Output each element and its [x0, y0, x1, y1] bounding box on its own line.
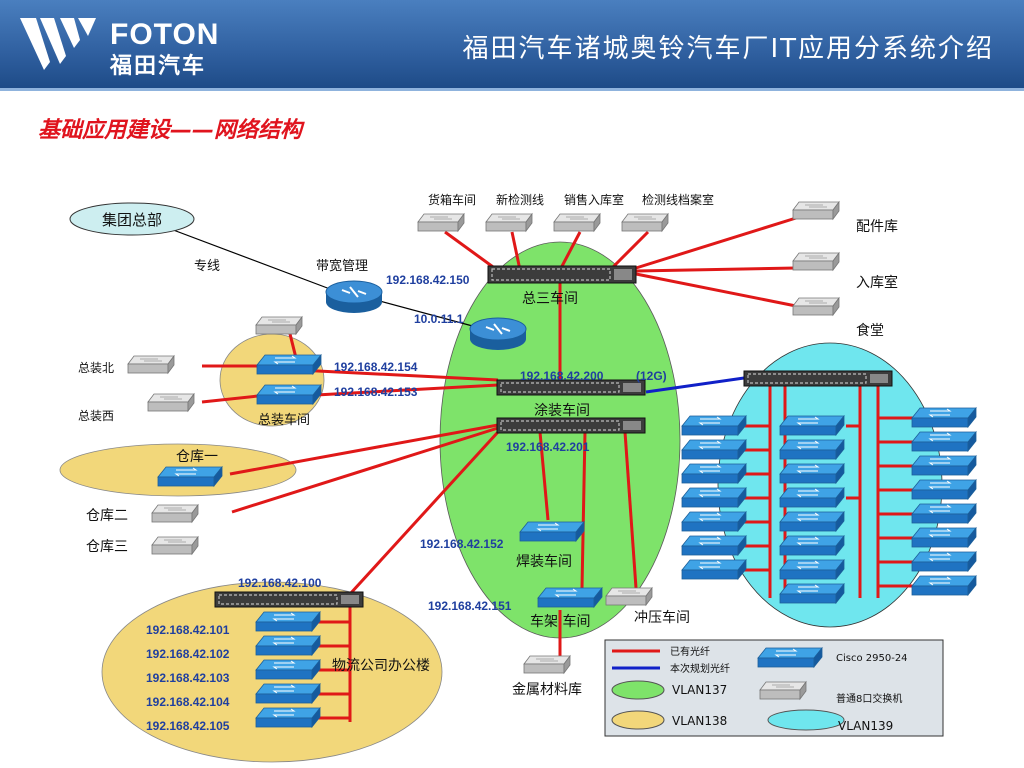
tuzhuang-label: 涂装车间	[534, 402, 590, 419]
zongzhuang-label: 总装车间	[258, 412, 310, 428]
ip-wl3: 192.168.42.103	[146, 671, 230, 685]
ip-zz1: 192.168.42.154	[334, 360, 418, 374]
ip-cj: 192.168.42.151	[428, 599, 512, 613]
cangku2-label: 仓库二	[86, 508, 128, 524]
legend-cisco-icon	[757, 647, 823, 668]
zongzhuang-bei-label: 总装北	[78, 361, 114, 375]
brand-chinese: 福田汽车	[110, 54, 207, 79]
rack-switch-tuzhuang	[496, 417, 646, 434]
brand-english: FOTON	[110, 18, 220, 51]
header-divider	[0, 88, 1024, 91]
legend-existing-fiber: 已有光纤	[670, 645, 710, 658]
page-title: 福田汽车诸城奥铃汽车厂IT应用分系统介绍	[462, 34, 994, 64]
group-hq-label: 集团总部	[102, 211, 162, 229]
ip-zz2: 192.168.42.153	[334, 385, 418, 399]
bandwidth-label: 带宽管理	[316, 258, 368, 274]
zongsan-label: 总三车间	[522, 290, 578, 307]
gbps-label: (12G)	[636, 369, 667, 383]
group-hq-node	[69, 202, 195, 236]
chongya-label: 冲压车间	[634, 609, 690, 626]
foton-logo-icon	[20, 18, 96, 70]
ip-router: 10.0.11.1	[414, 312, 464, 326]
legend-vlan139: VLAN139	[838, 719, 893, 733]
hanzhuang-label: 焊装车间	[516, 553, 572, 570]
leased-line-label: 专线	[194, 259, 220, 274]
ip-wl1: 192.168.42.101	[146, 623, 230, 637]
rack-switch-zongsan	[487, 265, 637, 284]
jinshu-label: 金属材料库	[512, 682, 582, 698]
rukushi-label: 入库室	[856, 274, 898, 291]
ip-wl4: 192.168.42.104	[146, 695, 230, 709]
legend-cisco: Cisco 2950-24	[836, 653, 908, 664]
rack-switch-vlan139	[743, 370, 893, 387]
ip-hz: 192.168.42.152	[420, 537, 504, 551]
legend-switch8: 普通8口交换机	[836, 692, 902, 705]
cangku1-label: 仓库一	[176, 449, 218, 465]
ip-zongsan: 192.168.42.150	[386, 273, 470, 287]
ip-wl-core: 192.168.42.100	[238, 576, 322, 590]
ip-core: 192.168.42.200	[520, 369, 604, 383]
ws-xiaoshou-label: 销售入库室	[564, 192, 624, 207]
zongzhuang-xi-label: 总装西	[78, 409, 114, 423]
peijianku-label: 配件库	[856, 219, 898, 235]
shitang-label: 食堂	[856, 322, 884, 339]
header-banner	[0, 0, 1024, 90]
section-title: 基础应用建设——网络结构	[38, 118, 303, 143]
legend-vlan138: VLAN138	[672, 714, 727, 728]
existing-fiber-lines	[201, 216, 914, 722]
ip-wl5: 192.168.42.105	[146, 719, 230, 733]
ip-wl2: 192.168.42.102	[146, 647, 230, 661]
planned-fiber-line	[645, 376, 745, 394]
core-router-icon	[469, 317, 527, 351]
bandwidth-router-icon	[325, 280, 383, 314]
legend: 已有光纤 本次规划光纤 Cisco 2950-24 VLAN137 普通8口交换…	[604, 639, 944, 737]
legend-vlan137: VLAN137	[672, 683, 727, 697]
rack-switch-core	[496, 379, 646, 396]
ip-tz: 192.168.42.201	[506, 440, 590, 454]
wuliu-label: 物流公司办公楼	[332, 658, 430, 674]
rack-switch-wuliu	[214, 591, 364, 608]
ws-huoxiang-label: 货箱车间	[428, 192, 476, 207]
ws-jiancedangan-label: 检测线档案室	[642, 192, 714, 207]
legend-planned-fiber: 本次规划光纤	[670, 662, 730, 675]
legend-switch8-icon	[759, 681, 807, 700]
ws-xinjiance-label: 新检测线	[496, 192, 544, 207]
cangku3-label: 仓库三	[86, 539, 128, 555]
chejia-label: 车架 车间	[530, 613, 590, 630]
